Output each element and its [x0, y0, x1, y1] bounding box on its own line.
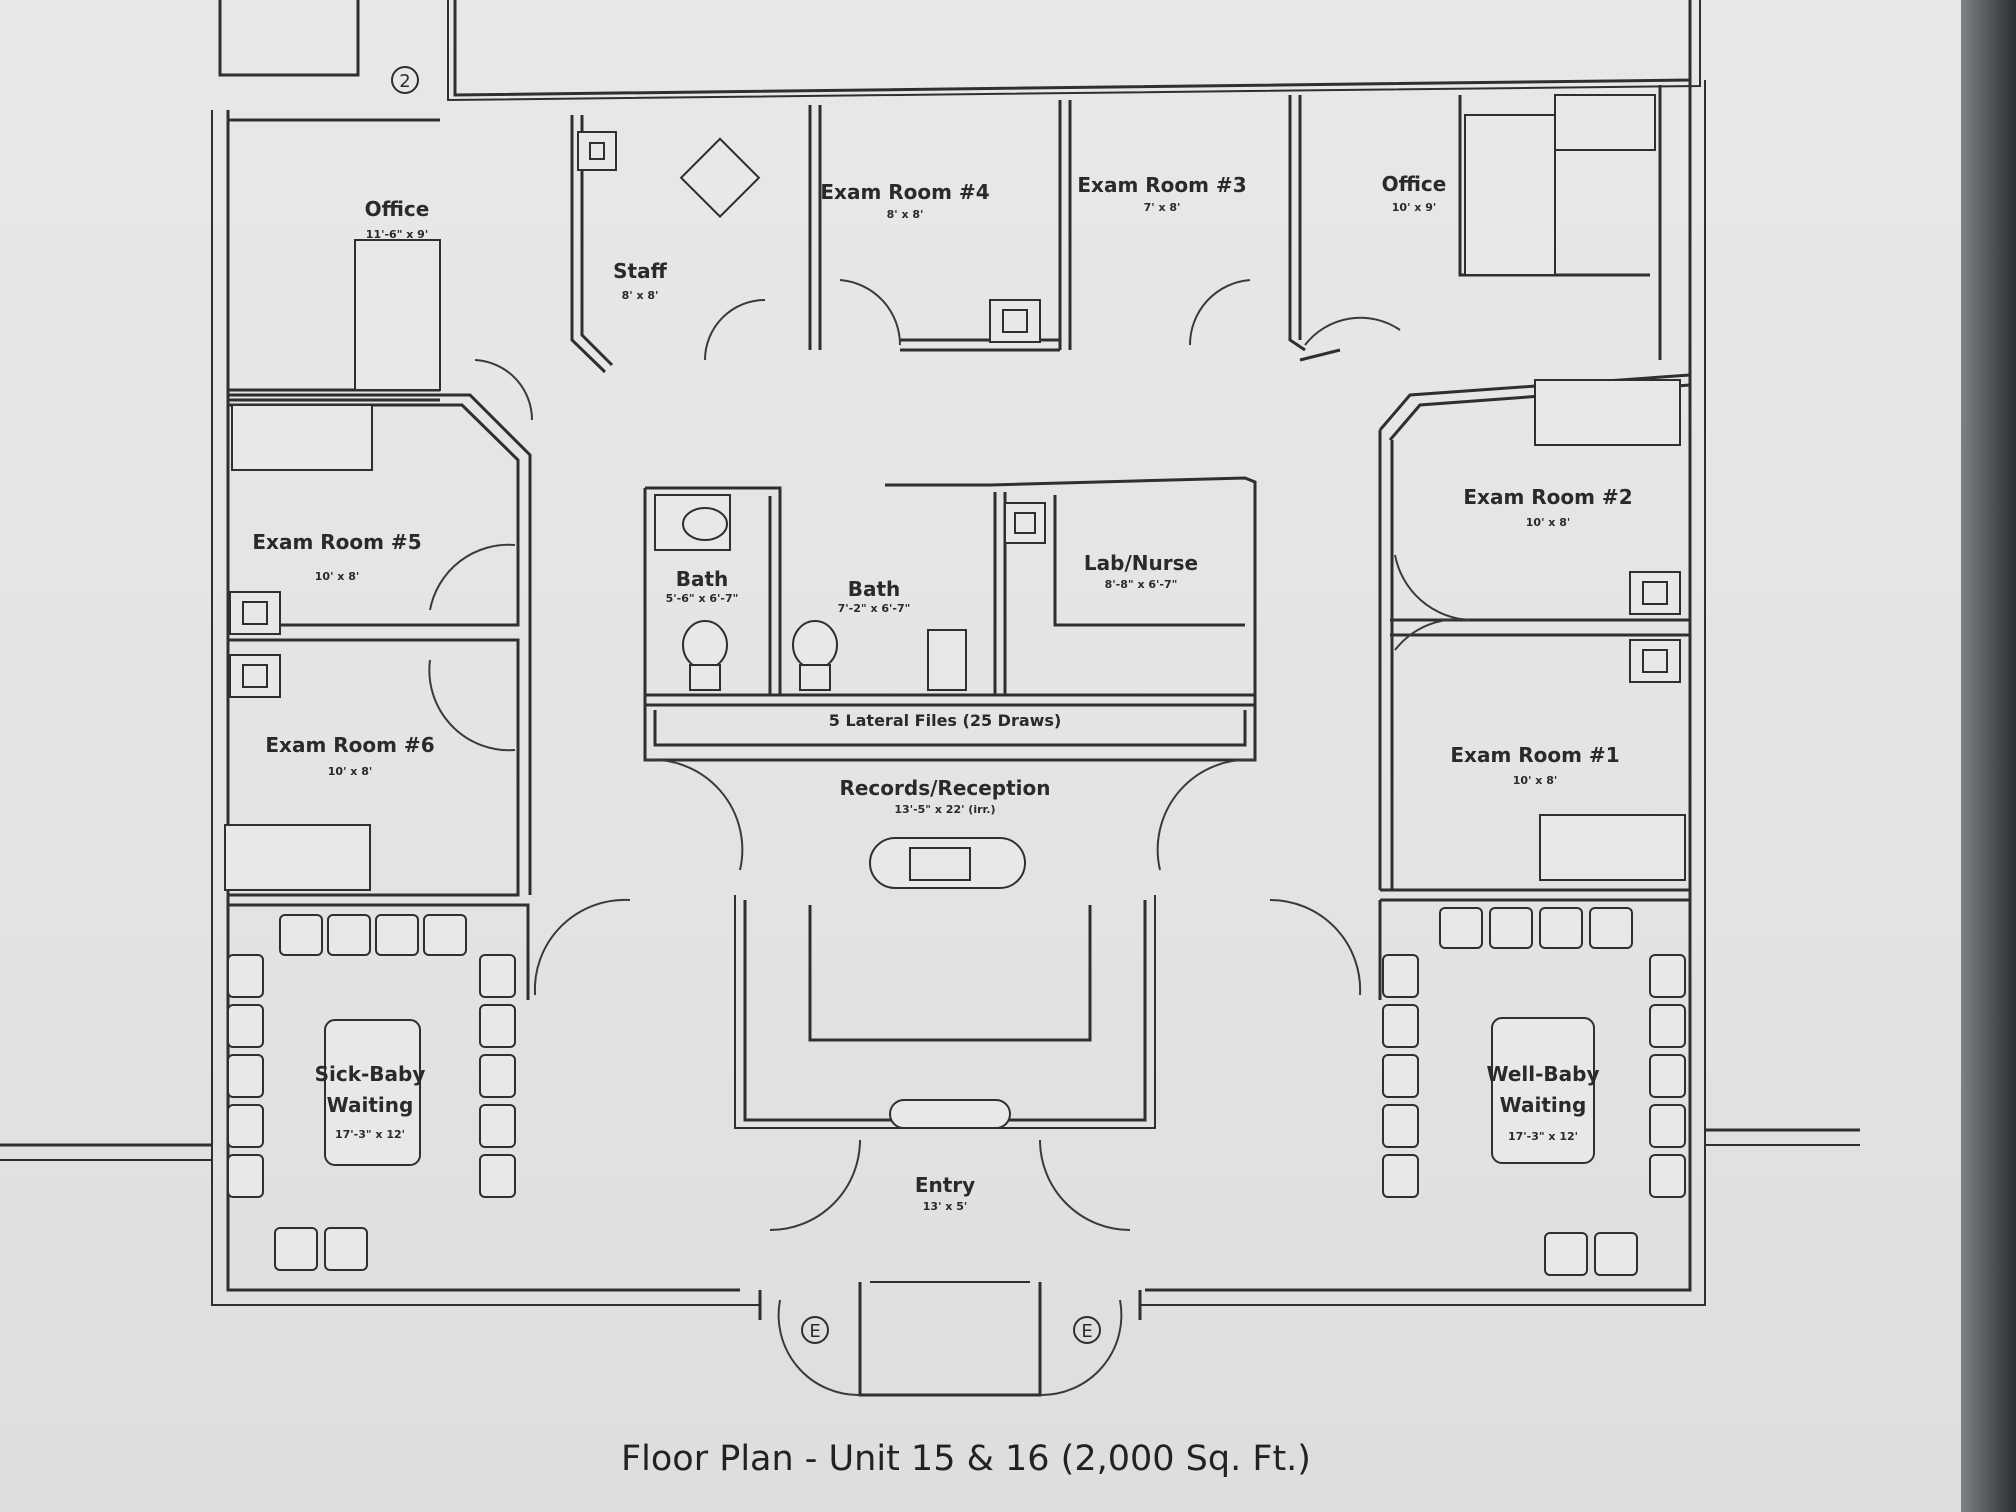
- exit-marker-left: E: [809, 1321, 820, 1342]
- exam3-label: Exam Room #3: [1077, 173, 1246, 197]
- chair: [1382, 1004, 1419, 1048]
- bath2-label: Bath: [848, 577, 901, 601]
- exam5-label: Exam Room #5: [252, 530, 421, 554]
- bath1-dims: 5'-6" x 6'-7": [666, 592, 739, 605]
- exam1-dims: 10' x 8': [1513, 774, 1557, 787]
- door-swings: [428, 279, 1471, 1397]
- records-dims: 13'-5" x 22' (irr.): [894, 803, 995, 816]
- lab-label: Lab/Nurse: [1084, 551, 1198, 575]
- chair: [327, 914, 371, 956]
- staff-dims: 8' x 8': [622, 289, 659, 302]
- chair: [227, 1104, 264, 1148]
- exam3-dims: 7' x 8': [1144, 201, 1181, 214]
- plan-caption: Floor Plan - Unit 15 & 16 (2,000 Sq. Ft.…: [621, 1439, 1311, 1479]
- stair-marker: 2: [399, 71, 410, 92]
- exam5-dims: 10' x 8': [315, 570, 359, 583]
- chair: [1489, 907, 1533, 949]
- chair: [479, 1104, 516, 1148]
- chair: [375, 914, 419, 956]
- chair: [479, 1004, 516, 1048]
- well-dims: 17'-3" x 12': [1508, 1130, 1578, 1143]
- office-left-dims: 11'-6" x 9': [366, 228, 428, 241]
- exam2-dims: 10' x 8': [1526, 516, 1570, 529]
- chair: [423, 914, 467, 956]
- sick-dims: 17'-3" x 12': [335, 1128, 405, 1141]
- chair: [1649, 1054, 1686, 1098]
- entry-label: Entry: [915, 1173, 975, 1197]
- files-label: 5 Lateral Files (25 Draws): [829, 711, 1062, 730]
- chair: [1439, 907, 1483, 949]
- exam4-label: Exam Room #4: [820, 180, 989, 204]
- office-left-label: Office: [365, 197, 430, 221]
- bath2-dims: 7'-2" x 6'-7": [838, 602, 911, 615]
- chair: [1382, 954, 1419, 998]
- chair: [227, 1004, 264, 1048]
- chair: [227, 954, 264, 998]
- entry-dims: 13' x 5': [923, 1200, 967, 1213]
- exam6-dims: 10' x 8': [328, 765, 372, 778]
- records-label: Records/Reception: [839, 776, 1050, 800]
- chair: [1649, 1004, 1686, 1048]
- chair: [1589, 907, 1633, 949]
- markers: 2 E E: [391, 66, 1101, 1344]
- sick-label-2: Waiting: [327, 1093, 414, 1117]
- fixtures: [224, 94, 1686, 1166]
- chair: [1544, 1232, 1588, 1276]
- chair: [479, 1154, 516, 1198]
- bath1-label: Bath: [676, 567, 729, 591]
- chair: [1382, 1104, 1419, 1148]
- chair: [227, 1054, 264, 1098]
- exam1-label: Exam Room #1: [1450, 743, 1619, 767]
- chair: [1382, 1154, 1419, 1198]
- well-label: Well-Baby: [1486, 1062, 1599, 1086]
- chair: [479, 954, 516, 998]
- exam6-label: Exam Room #6: [265, 733, 434, 757]
- office-right-label: Office: [1382, 172, 1447, 196]
- chair: [1649, 1104, 1686, 1148]
- room-labels: Office 11'-6" x 9' Staff 8' x 8' Exam Ro…: [252, 172, 1632, 1213]
- chair: [1539, 907, 1583, 949]
- chair: [274, 1227, 318, 1271]
- chair: [1594, 1232, 1638, 1276]
- staff-label: Staff: [613, 259, 667, 283]
- well-label-2: Waiting: [1500, 1093, 1587, 1117]
- sick-label: Sick-Baby: [315, 1062, 426, 1086]
- chair: [324, 1227, 368, 1271]
- chair: [279, 914, 323, 956]
- exam4-dims: 8' x 8': [887, 208, 924, 221]
- monitor-edge: [1961, 0, 2016, 1512]
- chair: [1382, 1054, 1419, 1098]
- chair: [479, 1054, 516, 1098]
- lab-dims: 8'-8" x 6'-7": [1105, 578, 1178, 591]
- chair: [1649, 1154, 1686, 1198]
- exit-marker-right: E: [1081, 1321, 1092, 1342]
- chair: [1649, 954, 1686, 998]
- chair: [227, 1154, 264, 1198]
- chairs: [227, 907, 1686, 1276]
- exam2-label: Exam Room #2: [1463, 485, 1632, 509]
- office-right-dims: 10' x 9': [1392, 201, 1436, 214]
